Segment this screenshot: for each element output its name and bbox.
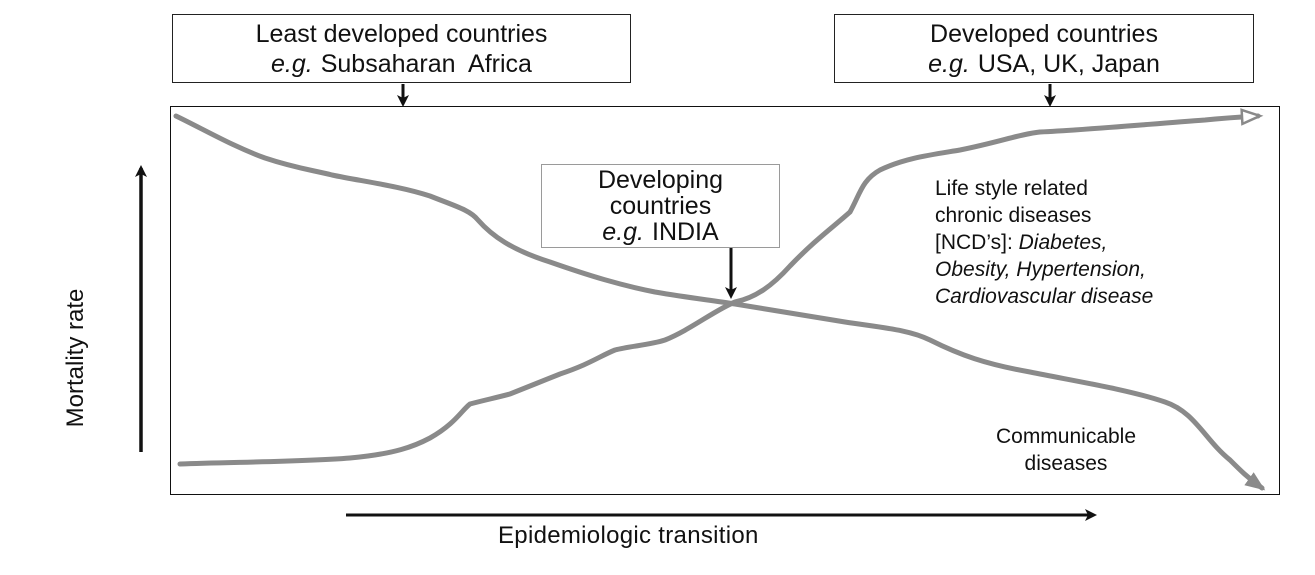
developing-example: INDIA — [652, 218, 719, 246]
developed-eg: e.g. — [928, 50, 970, 78]
ncd-label-line1: Life style related — [935, 177, 1088, 200]
developing-box: Developing countries e.g. INDIA — [541, 164, 780, 248]
developing-example-line: e.g. INDIA — [542, 219, 779, 245]
ncd-label-line3-prefix: [NCD’s]: — [935, 231, 1019, 254]
ncd-label-line4-text: Obesity, Hypertension, — [935, 258, 1146, 281]
ncd-label-line4: Obesity, Hypertension, — [935, 256, 1153, 283]
least-developed-example: Subsaharan Africa — [320, 50, 532, 78]
ncd-curve — [177, 108, 1264, 467]
developed-example: USA, UK, Japan — [977, 50, 1160, 78]
least-developed-eg: e.g. — [271, 50, 313, 78]
ncd-label: Life style related chronic diseases [NCD… — [935, 175, 1153, 310]
communicable-label-line1: Communicable — [995, 425, 1137, 448]
developed-box: Developed countries e.g.USA, UK, Japan — [834, 14, 1254, 83]
developed-example-line: e.g.USA, UK, Japan — [835, 49, 1253, 79]
least-developed-title: Least developed countries — [255, 20, 548, 48]
plot-frame — [170, 106, 1280, 495]
ncd-label-line3: [NCD’s]: Diabetes, — [935, 229, 1153, 256]
communicable-label: Communicable diseases — [963, 423, 1169, 477]
least-developed-example-line: e.g.Subsaharan Africa — [173, 49, 630, 79]
communicable-diseases-curve — [173, 113, 1266, 491]
ncd-label-line5-text: Cardiovascular disease — [935, 285, 1154, 308]
least-developed-box: Least developed countries e.g.Subsaharan… — [172, 14, 631, 83]
developing-line1: Developing — [597, 166, 724, 194]
ncd-label-line5: Cardiovascular disease — [935, 283, 1153, 310]
developing-eg: e.g. — [602, 218, 644, 246]
y-axis-label: Mortality rate — [62, 288, 89, 428]
communicable-label-line2: diseases — [1024, 452, 1108, 475]
ncd-label-line2: chronic diseases — [935, 204, 1092, 227]
developed-title: Developed countries — [930, 20, 1158, 48]
developing-line2: countries — [609, 192, 712, 220]
ncd-label-line3-italic: Diabetes, — [1018, 231, 1108, 254]
x-axis-label: Epidemiologic transition — [498, 522, 759, 549]
